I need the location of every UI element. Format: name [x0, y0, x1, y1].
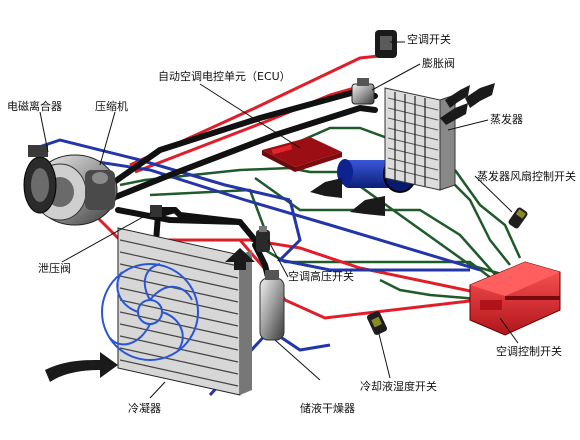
label-ac-control-switch: 空调控制开关 [496, 345, 562, 358]
label-evaporator: 蒸发器 [490, 113, 523, 126]
label-auto-ac-ecu: 自动空调电控单元（ECU） [158, 70, 291, 83]
label-high-pressure-switch: 空调高压开关 [288, 270, 354, 283]
label-receiver-drier: 储液干燥器 [300, 402, 355, 415]
expansion-valve [351, 78, 375, 105]
condenser-fan [101, 263, 199, 361]
coolant-temp-switch [366, 311, 388, 335]
label-coolant-temp-switch: 冷却液湿度开关 [360, 380, 437, 393]
leader-lines [39, 41, 519, 399]
magnetic-clutch [23, 145, 57, 214]
ecu-unit [262, 137, 342, 172]
intake-airflow-arrows [310, 178, 385, 216]
label-relief-valve: 泄压阀 [38, 262, 71, 275]
condenser-airflow-arrow [45, 352, 118, 382]
evap-fan-switch [508, 207, 528, 229]
label-condenser: 冷凝器 [128, 402, 161, 415]
evaporator-core [384, 87, 456, 191]
label-compressor: 压缩机 [95, 100, 128, 113]
relief-valve [150, 205, 162, 217]
label-evap-fan-switch: 蒸发器风扇控制开关 [477, 170, 576, 183]
label-expansion-valve: 膨胀阀 [422, 57, 455, 70]
label-ac-switch: 空调开关 [407, 33, 451, 46]
ac-control-switch-box [469, 261, 561, 336]
condenser-flow-arrow [225, 248, 255, 270]
ac-switch-top [375, 30, 397, 58]
label-magnetic-clutch: 电磁离合器 [7, 100, 62, 113]
receiver-drier [259, 270, 285, 341]
evaporator-airflow-arrows [440, 83, 495, 125]
high-pressure-switch [256, 226, 270, 252]
